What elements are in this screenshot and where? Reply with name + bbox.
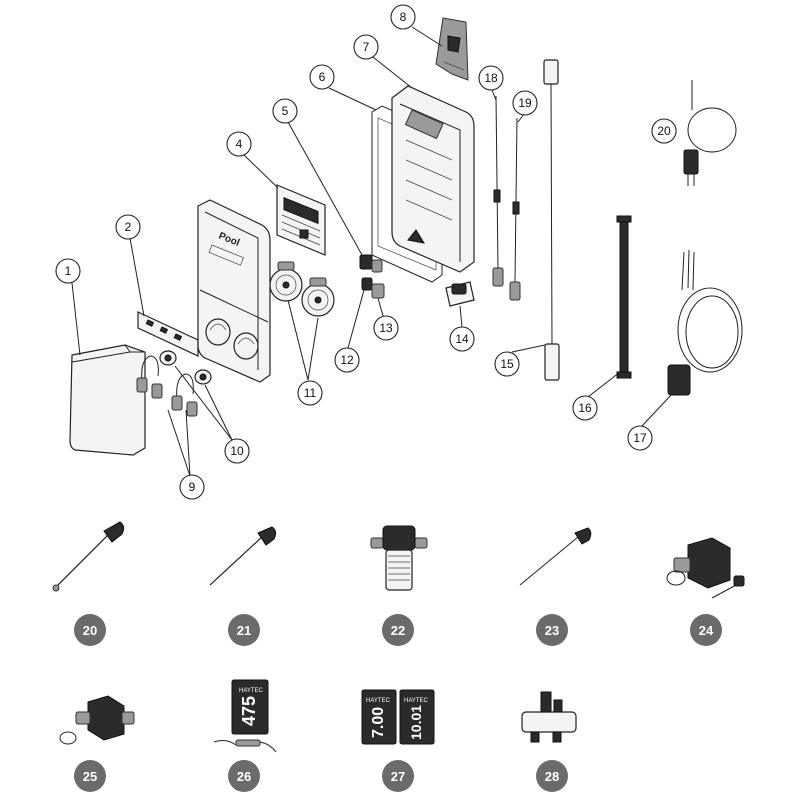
part-wall-bracket bbox=[435, 17, 469, 81]
svg-text:8: 8 bbox=[400, 10, 407, 24]
part-circuit-board bbox=[276, 184, 326, 256]
svg-text:27: 27 bbox=[391, 769, 405, 784]
part-label-strip bbox=[137, 311, 199, 357]
accessory-probe-holder bbox=[666, 537, 745, 599]
svg-text:9: 9 bbox=[189, 480, 196, 494]
callout-12: 12 bbox=[334, 347, 360, 373]
part-front-cover bbox=[69, 344, 146, 456]
callout-19: 19 bbox=[512, 90, 538, 116]
badge-20: 20 bbox=[74, 614, 106, 646]
accessory-rx-probe bbox=[209, 526, 277, 586]
svg-text:6: 6 bbox=[319, 70, 326, 84]
part-pumps bbox=[269, 261, 335, 317]
part-power-cable bbox=[667, 249, 743, 396]
badge-24: 24 bbox=[690, 614, 722, 646]
callout-17: 17 bbox=[627, 425, 653, 451]
svg-text:13: 13 bbox=[379, 321, 393, 335]
svg-text:2: 2 bbox=[125, 220, 132, 234]
accessory-probe-black bbox=[519, 527, 592, 586]
svg-text:18: 18 bbox=[484, 71, 498, 85]
part-hose-connectors bbox=[136, 355, 198, 417]
accessory-buffer-sachets: HAYTEC 7.00 HAYTEC 10.01 bbox=[361, 689, 435, 745]
part-probe-cable bbox=[683, 80, 737, 186]
badge-22: 22 bbox=[382, 614, 414, 646]
part-nuts bbox=[159, 350, 212, 385]
accessory-ph-probe bbox=[52, 521, 125, 592]
callout-4: 4 bbox=[226, 131, 252, 157]
sachet-27a-code: 7.00 bbox=[370, 707, 387, 738]
badge-23: 23 bbox=[536, 614, 568, 646]
badge-28: 28 bbox=[536, 760, 568, 792]
accessory-calibration-kit: HAYTEC 475 bbox=[213, 679, 277, 753]
sachet-27b-code: 10.01 bbox=[408, 705, 424, 740]
part-ribbon-cable bbox=[543, 59, 560, 381]
svg-text:15: 15 bbox=[500, 357, 514, 371]
svg-text:21: 21 bbox=[237, 623, 251, 638]
part-cable-glands bbox=[492, 95, 521, 301]
callout-18: 18 bbox=[478, 65, 504, 91]
svg-text:23: 23 bbox=[545, 623, 559, 638]
svg-text:28: 28 bbox=[545, 769, 559, 784]
accessory-probe-holder-small bbox=[59, 695, 135, 745]
badge-27: 27 bbox=[382, 760, 414, 792]
svg-text:22: 22 bbox=[391, 623, 405, 638]
svg-text:20: 20 bbox=[657, 124, 671, 138]
svg-text:12: 12 bbox=[340, 353, 354, 367]
callout-7: 7 bbox=[353, 34, 379, 60]
svg-text:25: 25 bbox=[83, 769, 97, 784]
svg-text:10: 10 bbox=[230, 444, 244, 458]
svg-text:5: 5 bbox=[282, 104, 289, 118]
callout-1: 1 bbox=[55, 258, 81, 284]
callout-14: 14 bbox=[449, 326, 475, 352]
svg-text:24: 24 bbox=[699, 623, 714, 638]
callout-11: 11 bbox=[297, 380, 323, 406]
svg-text:11: 11 bbox=[304, 386, 317, 400]
svg-text:1: 1 bbox=[65, 264, 72, 278]
accessory-flow-cell bbox=[521, 691, 577, 743]
svg-text:20: 20 bbox=[83, 623, 97, 638]
part-power-switch bbox=[445, 281, 475, 307]
svg-text:17: 17 bbox=[633, 431, 647, 445]
callout-10: 10 bbox=[224, 438, 250, 464]
svg-text:4: 4 bbox=[236, 137, 243, 151]
callout-20: 20 bbox=[651, 118, 677, 144]
svg-text:26: 26 bbox=[237, 769, 251, 784]
badge-26: 26 bbox=[228, 760, 260, 792]
sachet-26-brand: HAYTEC bbox=[239, 688, 264, 694]
callout-16: 16 bbox=[572, 395, 598, 421]
part-main-housing: Pool bbox=[197, 199, 271, 383]
callout-13: 13 bbox=[373, 315, 399, 341]
callout-15: 15 bbox=[494, 351, 520, 377]
accessory-filter bbox=[370, 525, 428, 591]
svg-text:14: 14 bbox=[455, 332, 469, 346]
sachet-26-code: 475 bbox=[239, 696, 259, 726]
callout-6: 6 bbox=[309, 64, 335, 90]
callout-8: 8 bbox=[390, 4, 416, 30]
part-relays bbox=[359, 254, 385, 299]
callout-leaders bbox=[71, 26, 673, 477]
callout-9: 9 bbox=[179, 474, 205, 500]
callout-5: 5 bbox=[272, 98, 298, 124]
badge-21: 21 bbox=[228, 614, 260, 646]
svg-text:7: 7 bbox=[363, 40, 370, 54]
sachet-27a-brand: HAYTEC bbox=[366, 698, 391, 704]
badge-25: 25 bbox=[74, 760, 106, 792]
svg-text:19: 19 bbox=[518, 96, 532, 110]
callout-2: 2 bbox=[115, 214, 141, 240]
sachet-27b-brand: HAYTEC bbox=[404, 698, 429, 704]
part-back-housing bbox=[391, 85, 475, 273]
svg-text:16: 16 bbox=[578, 401, 592, 415]
part-flat-cable bbox=[616, 215, 632, 379]
